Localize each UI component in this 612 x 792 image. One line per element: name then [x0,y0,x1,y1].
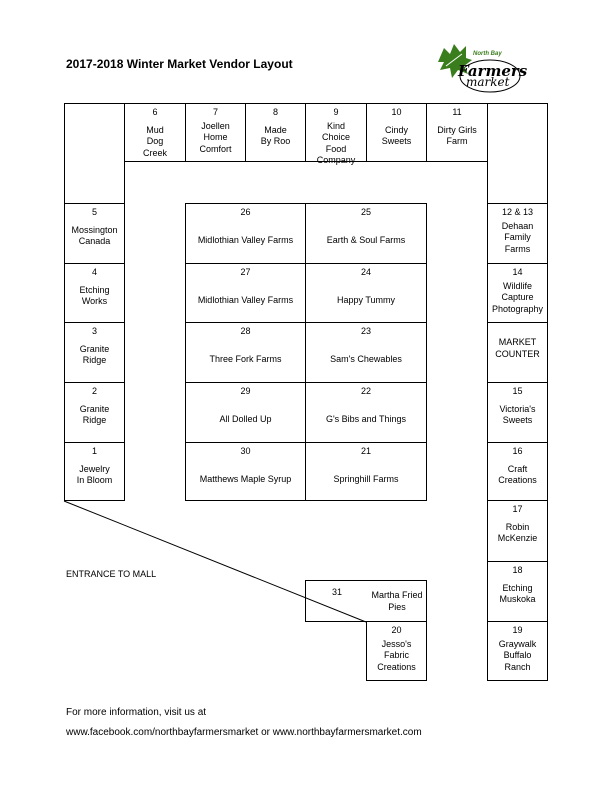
page-title: 2017-2018 Winter Market Vendor Layout [66,57,293,71]
booth-number: 18 [512,565,523,575]
booth-number: 16 [512,446,523,456]
leaf-logo-icon [438,44,521,93]
booth-vendor: Craft Creations [498,463,537,486]
booth-number: 17 [512,504,523,514]
booth-4[interactable]: 4 Etching Works [64,263,125,323]
booth-vendor: Earth & Soul Farms [326,234,406,245]
booth-number: 30 [240,446,251,456]
booth-vendor: Wildlife Capture Photography [491,280,544,314]
booth-12-13[interactable]: 12 & 13 Dehaan Family Farms [487,203,548,264]
booth-20[interactable]: 20 Jesso's Fabric Creations [366,621,427,681]
booth-vendor: Midlothian Valley Farms [197,294,294,305]
booth-15[interactable]: 15 Victoria's Sweets [487,382,548,443]
booth-5[interactable]: 5 Mossington Canada [64,203,125,264]
booth-vendor: Sam's Chewables [330,353,402,364]
booth-27[interactable]: 27 Midlothian Valley Farms [185,263,306,323]
booth-7[interactable]: 7 Joellen Home Comfort [185,103,246,162]
booth-vendor: Robin McKenzie [497,521,538,544]
booth-vendor: Mud Dog Creek [142,124,167,158]
booth-vendor: Graywalk Buffalo Ranch [498,638,537,672]
booth-vendor: Jewelry In Bloom [76,463,113,486]
booth-number: 27 [240,267,251,277]
logo-text-north-bay: North Bay [473,51,502,57]
booth-29[interactable]: 29 All Dolled Up [185,382,306,443]
logo-text-farmers: Farmers [458,62,528,80]
booth-vendor: G's Bibs and Things [325,413,407,424]
booth-number: 25 [360,207,371,217]
booth-vendor: Jesso's Fabric Creations [377,638,416,672]
booth-number: 2 [91,386,97,396]
booth-6[interactable]: 6 Mud Dog Creek [124,103,186,162]
booth-vendor: Springhill Farms [333,473,399,484]
booth-10[interactable]: 10 Cindy Sweets [366,103,427,162]
booth-number: 3 [91,326,97,336]
booth-16[interactable]: 16 Craft Creations [487,442,548,501]
booth-vendor: Happy Tummy [336,294,396,305]
booth-vendor: Granite Ridge [79,343,110,366]
booth-26[interactable]: 26 Midlothian Valley Farms [185,203,306,264]
booth-vendor: Joellen Home Comfort [199,120,232,154]
booth-number: 4 [91,267,97,277]
booth-vendor: Dehaan Family Farms [501,220,534,254]
booth-number: 7 [212,107,218,117]
booth-vendor: All Dolled Up [219,413,272,424]
booth-19[interactable]: 19 Graywalk Buffalo Ranch [487,621,548,681]
booth-17[interactable]: 17 Robin McKenzie [487,500,548,562]
footer-line-2[interactable]: www.facebook.com/northbayfarmersmarket o… [66,727,422,738]
booth-number: 1 [91,446,97,456]
booth-18[interactable]: 18 Etching Muskoka [487,561,548,622]
booth-22[interactable]: 22 G's Bibs and Things [305,382,427,443]
footer-line-1: For more information, visit us at [66,707,207,718]
booth-number: 23 [360,326,371,336]
booth-number: 29 [240,386,251,396]
booth-vendor: Kind Choice Food Company [316,120,356,166]
booth-30[interactable]: 30 Matthews Maple Syrup [185,442,306,501]
booth-23[interactable]: 23 Sam's Chewables [305,322,427,383]
booth-11[interactable]: 11 Dirty Girls Farm [426,103,488,162]
booth-25[interactable]: 25 Earth & Soul Farms [305,203,427,264]
booth-number: 10 [391,107,402,117]
entrance-label: ENTRANCE TO MALL [66,569,157,579]
booth-14[interactable]: 14 Wildlife Capture Photography [487,263,548,323]
booth-8[interactable]: 8 Made By Roo [245,103,306,162]
booth-vendor: Etching Muskoka [499,582,536,605]
booth-31[interactable]: 31 Martha Fried Pies [305,580,427,622]
booth-number: 21 [360,446,371,456]
booth-number: 6 [152,107,158,117]
booth-vendor: Cindy Sweets [381,124,412,147]
booth-3[interactable]: 3 Granite Ridge [64,322,125,383]
booth-number: 11 [452,107,462,117]
booth-vendor: Martha Fried Pies [371,590,423,612]
booth-vendor: Three Fork Farms [209,353,282,364]
booth-vendor: Granite Ridge [79,403,110,426]
booth-1[interactable]: 1 Jewelry In Bloom [64,442,125,501]
booth-vendor: Etching Works [79,284,110,307]
booth-number: 22 [360,386,371,396]
booth-number: 31 [332,587,343,597]
booth-number: 20 [391,625,402,635]
booth-21[interactable]: 21 Springhill Farms [305,442,427,501]
booth-vendor: Midlothian Valley Farms [197,234,294,245]
booth-number: 5 [91,207,97,217]
booth-2[interactable]: 2 Granite Ridge [64,382,125,443]
booth-number: 24 [360,267,371,277]
booth-vendor: Victoria's Sweets [499,403,536,426]
counter-label: MARKET COUNTER [495,337,540,359]
booth-number: 15 [512,386,523,396]
booth-number: 19 [512,625,523,635]
booth-number: 26 [240,207,251,217]
booth-vendor: Dirty Girls Farm [437,124,477,147]
market-counter[interactable]: MARKET COUNTER [487,322,548,383]
booth-9[interactable]: 9 Kind Choice Food Company [305,103,367,165]
booth-number: 28 [240,326,251,336]
booth-number: 9 [333,107,339,117]
booth-number: 14 [512,267,523,277]
booth-number: 8 [272,107,278,117]
logo-text-market: market [466,75,510,89]
booth-vendor: Made By Roo [260,124,291,147]
booth-vendor: Matthews Maple Syrup [199,473,292,484]
booth-number: 12 & 13 [501,207,534,217]
booth-vendor: Mossington Canada [71,224,118,247]
